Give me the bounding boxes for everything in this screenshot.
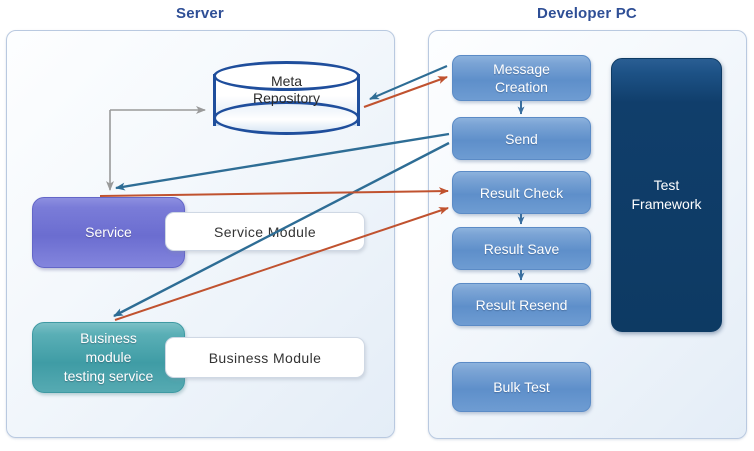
business-module-label: Business Module bbox=[208, 349, 322, 366]
business-module-box[interactable]: Business Module bbox=[165, 337, 365, 378]
step-bulk-test[interactable]: Bulk Test bbox=[452, 362, 591, 412]
business-module-testing-service-node[interactable]: Business module testing service bbox=[32, 322, 185, 393]
step-result-check-label: Result Check bbox=[479, 184, 564, 201]
step-result-resend-label: Result Resend bbox=[475, 296, 568, 313]
meta-repository-label: Meta Repository bbox=[213, 73, 360, 107]
step-result-save[interactable]: Result Save bbox=[452, 227, 591, 270]
meta-repository-label-line1: Meta bbox=[270, 73, 303, 89]
service-module-label: Service Module bbox=[213, 223, 317, 240]
service-node[interactable]: Service bbox=[32, 197, 185, 268]
business-node-label-line3: testing service bbox=[63, 368, 154, 384]
test-framework-label-line2: Framework bbox=[631, 196, 702, 212]
step-result-resend[interactable]: Result Resend bbox=[452, 283, 591, 326]
test-framework-label-line1: Test bbox=[653, 177, 680, 193]
service-node-label: Service bbox=[85, 224, 132, 240]
step-result-check[interactable]: Result Check bbox=[452, 171, 591, 214]
server-panel-title: Server bbox=[176, 5, 224, 22]
step-message-creation-label-line1: Message bbox=[493, 61, 550, 77]
developer-pc-panel-title: Developer PC bbox=[537, 5, 637, 22]
business-node-label: Business module testing service bbox=[58, 329, 159, 386]
test-framework-label: Test Framework bbox=[631, 176, 701, 214]
step-message-creation-label: Message Creation bbox=[493, 60, 550, 96]
step-message-creation-label-line2: Creation bbox=[495, 79, 548, 95]
database-cylinder-icon-top bbox=[213, 61, 360, 91]
step-send[interactable]: Send bbox=[452, 117, 591, 160]
step-bulk-test-label: Bulk Test bbox=[493, 379, 550, 395]
meta-repository-label-line2: Repository bbox=[253, 90, 320, 106]
business-node-label-line2: module bbox=[85, 349, 132, 365]
step-message-creation[interactable]: Message Creation bbox=[452, 55, 591, 101]
business-node-label-line1: Business bbox=[80, 330, 137, 346]
step-send-label: Send bbox=[505, 130, 538, 147]
test-framework-node[interactable]: Test Framework bbox=[611, 58, 722, 332]
meta-repository-node[interactable]: Meta Repository bbox=[213, 61, 360, 137]
service-module-box[interactable]: Service Module bbox=[165, 212, 365, 251]
step-result-save-label: Result Save bbox=[483, 240, 560, 257]
